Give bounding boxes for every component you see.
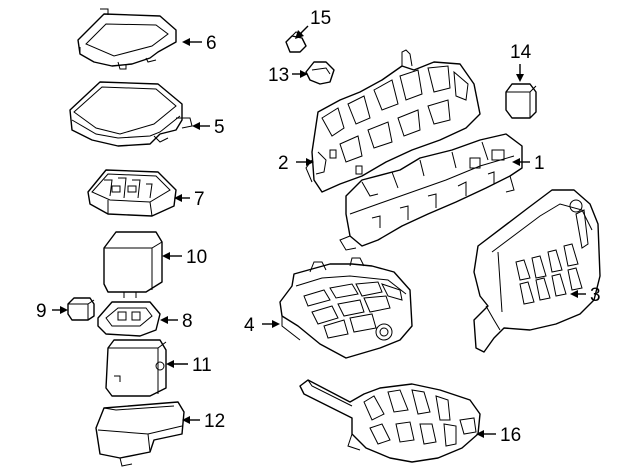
callout-2[interactable]: 2 (278, 153, 314, 174)
part-5-box-cover[interactable] (69, 81, 193, 147)
callout-16[interactable]: 16 (476, 425, 521, 446)
callout-11-label: 11 (192, 355, 212, 376)
part-11-relay-with-boot[interactable] (105, 339, 167, 397)
part-12-rubber-boot[interactable] (95, 401, 185, 467)
callout-1[interactable]: 1 (512, 153, 545, 174)
part-1-relay-carrier[interactable] (339, 133, 523, 251)
callout-15[interactable]: 15 (295, 8, 331, 39)
callout-11[interactable]: 11 (166, 355, 212, 376)
callout-8-label: 8 (182, 311, 193, 332)
part-13-clip[interactable] (305, 61, 335, 85)
part-3-cover-housing[interactable] (473, 189, 601, 353)
part-2-relay-carrier[interactable] (305, 49, 481, 193)
callout-1-label: 1 (534, 153, 545, 174)
callouts: 1 2 3 4 5 6 (36, 8, 601, 446)
callout-12[interactable]: 12 (182, 411, 225, 432)
part-8-relay-socket[interactable] (97, 301, 161, 337)
callout-3-label: 3 (590, 285, 601, 306)
callout-7[interactable]: 7 (174, 189, 205, 210)
callout-3[interactable]: 3 (570, 285, 601, 306)
callout-14-label: 14 (510, 42, 532, 63)
callout-8[interactable]: 8 (160, 311, 193, 332)
callout-6[interactable]: 6 (182, 33, 217, 54)
callout-5-label: 5 (214, 117, 225, 138)
callout-13-label: 13 (268, 65, 289, 86)
callout-9-label: 9 (36, 301, 47, 322)
callout-12-label: 12 (204, 411, 225, 432)
part-10-relay[interactable] (103, 231, 163, 298)
callout-6-label: 6 (206, 33, 217, 54)
part-9-small-relay[interactable] (67, 297, 95, 321)
part-7-fuse-block[interactable] (87, 169, 177, 217)
callout-10-label: 10 (186, 247, 207, 268)
callout-5[interactable]: 5 (192, 117, 225, 138)
part-4-control-module[interactable] (279, 257, 413, 359)
callout-16-label: 16 (500, 425, 521, 446)
callout-4-label: 4 (244, 315, 255, 336)
part-14-relay-cube[interactable] (505, 83, 537, 119)
callout-15-label: 15 (310, 8, 331, 29)
callout-14[interactable]: 14 (510, 42, 532, 82)
callout-10[interactable]: 10 (162, 247, 207, 268)
callout-13[interactable]: 13 (268, 65, 308, 86)
part-16-wiring-tray[interactable] (299, 379, 481, 463)
callout-7-label: 7 (194, 189, 205, 210)
callout-4[interactable]: 4 (244, 315, 280, 336)
callout-9[interactable]: 9 (36, 301, 68, 322)
callout-2-label: 2 (278, 153, 289, 174)
part-6-cover-lid[interactable] (77, 8, 177, 70)
